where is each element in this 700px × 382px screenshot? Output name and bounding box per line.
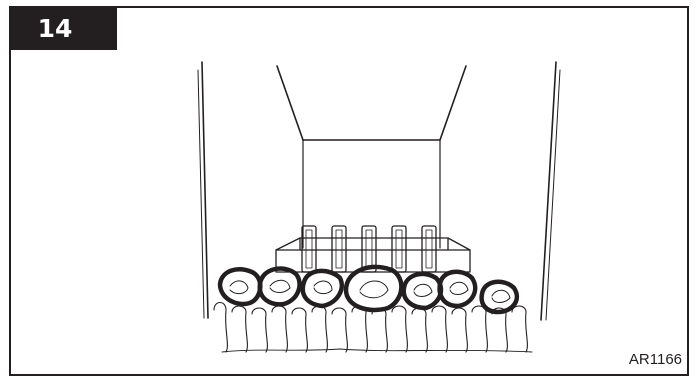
figure-code: AR1166: [629, 351, 682, 368]
log-icon: [260, 269, 300, 305]
log-icon: [440, 272, 476, 306]
log-icon: [220, 269, 260, 304]
log-icon: [404, 274, 441, 308]
log-icon: [303, 271, 342, 306]
log-icon: [346, 267, 401, 310]
logs: [220, 267, 517, 312]
